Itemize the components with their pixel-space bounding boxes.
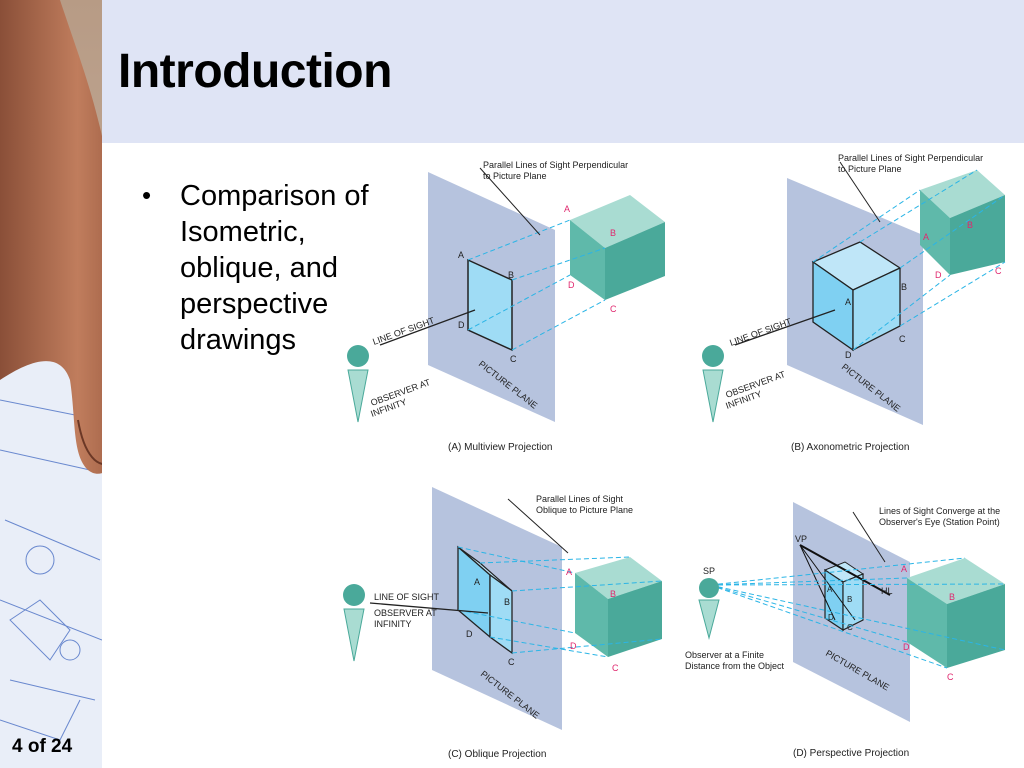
bullet-list: • Comparison of Isometric, oblique, and … <box>142 178 412 358</box>
note-label: Oblique to Picture Plane <box>536 505 633 515</box>
point-label: B <box>610 228 616 238</box>
horizon-line-label: HL <box>881 586 893 596</box>
panel-oblique-projection: Parallel Lines of Sight Oblique to Pictu… <box>340 485 680 768</box>
oblique-diagram: Parallel Lines of Sight Oblique to Pictu… <box>343 487 663 730</box>
point-label: D <box>570 641 577 651</box>
line-of-sight-label: LINE OF SIGHT <box>728 316 793 348</box>
cube-top <box>920 170 1005 218</box>
hand-blueprint-photo <box>0 0 102 768</box>
header-band <box>102 0 1024 143</box>
line-of-sight-label: LINE OF SIGHT <box>374 592 440 602</box>
point-label: C <box>510 354 517 364</box>
observer-head <box>702 345 724 367</box>
point-label: A <box>901 564 907 574</box>
point-label: B <box>901 282 907 292</box>
observer-body <box>702 369 724 423</box>
bullet-marker: • <box>142 180 152 210</box>
bullet-text: Comparison of Isometric, oblique, and pe… <box>180 180 369 356</box>
multiview-diagram: Parallel Lines of Sight Perpendicular to… <box>347 160 665 423</box>
axonometric-diagram: Parallel Lines of Sight Perpendicular to… <box>702 153 1006 425</box>
point-label: B <box>610 589 616 599</box>
point-label: C <box>612 663 619 673</box>
point-label: D <box>828 613 834 622</box>
cube-side <box>920 190 950 275</box>
observer-body <box>343 608 365 662</box>
point-label: A <box>923 232 929 242</box>
point-label: C <box>995 266 1002 276</box>
horizon-line <box>799 544 891 596</box>
note-label: to Picture Plane <box>483 171 547 181</box>
cube-side <box>907 578 947 668</box>
point-label: A <box>827 585 833 594</box>
cube-side <box>570 220 605 300</box>
line-of-sight-arrow <box>369 602 489 614</box>
panel-caption: (D) Perspective Projection <box>793 748 910 759</box>
bullet-item: • Comparison of Isometric, oblique, and … <box>142 178 412 358</box>
observer-label: Distance from the Object <box>685 661 785 671</box>
point-label: D <box>903 642 910 652</box>
point-label: A <box>458 250 464 260</box>
panel-caption: (B) Axonometric Projection <box>791 442 910 453</box>
note-label: Observer's Eye (Station Point) <box>879 517 1000 527</box>
point-label: A <box>474 577 480 587</box>
line-of-sight-arrow <box>734 309 836 346</box>
point-label: B <box>949 592 955 602</box>
observer-head <box>699 578 719 598</box>
point-label: C <box>847 623 853 632</box>
point-label: B <box>847 595 852 604</box>
station-point-label: SP <box>703 566 715 576</box>
observer-head <box>347 345 369 367</box>
cube-top <box>575 557 662 599</box>
point-label: D <box>568 280 575 290</box>
point-label: B <box>508 270 514 280</box>
observer-label: OBSERVER AT <box>374 608 437 618</box>
note-label: Parallel Lines of Sight Perpendicular <box>838 153 983 163</box>
cube-front <box>608 581 662 657</box>
point-label: B <box>504 597 510 607</box>
note-label: Parallel Lines of Sight <box>536 494 624 504</box>
panel-multiview-projection: Parallel Lines of Sight Perpendicular to… <box>340 150 680 460</box>
point-label: D <box>935 270 942 280</box>
perspective-face-right <box>842 573 864 631</box>
point-label: B <box>967 220 973 230</box>
page-title: Introduction <box>118 45 392 98</box>
page-indicator: 4 of 24 <box>12 736 73 757</box>
point-label: A <box>564 204 570 214</box>
hand-photo-graphic <box>0 0 102 768</box>
panel-axonometric-projection: Parallel Lines of Sight Perpendicular to… <box>695 150 1024 460</box>
note-label: Parallel Lines of Sight Perpendicular <box>483 160 628 170</box>
cube-top <box>907 558 1005 604</box>
observer-head <box>343 584 365 606</box>
point-label: C <box>947 672 954 682</box>
point-label: D <box>845 350 852 360</box>
vanishing-point-label: VP <box>795 534 807 544</box>
observer-label: INFINITY <box>374 619 412 629</box>
panel-perspective-projection: SP VP HL Lines of Sight Converge at the … <box>685 500 1024 768</box>
line-of-sight-arrow <box>379 309 476 346</box>
point-label: C <box>610 304 617 314</box>
cube-front <box>605 222 665 300</box>
cube-top <box>570 195 665 248</box>
observer-body <box>698 599 720 640</box>
cube-side <box>575 573 608 657</box>
point-label: D <box>466 629 473 639</box>
note-label: Lines of Sight Converge at the <box>879 506 1000 516</box>
observer-body <box>347 369 369 423</box>
panel-caption: (C) Oblique Projection <box>448 749 547 760</box>
point-label: C <box>899 334 906 344</box>
perspective-diagram: SP VP HL Lines of Sight Converge at the … <box>685 502 1006 722</box>
point-label: A <box>566 567 572 577</box>
point-label: A <box>845 297 851 307</box>
panel-caption: (A) Multiview Projection <box>448 442 553 453</box>
cube-front <box>950 195 1005 275</box>
observer-label: Observer at a Finite <box>685 650 764 660</box>
line-of-sight-label: LINE OF SIGHT <box>371 315 436 347</box>
point-label: C <box>508 657 515 667</box>
point-label: D <box>458 320 465 330</box>
note-label: to Picture Plane <box>838 164 902 174</box>
cube-front <box>947 584 1005 668</box>
